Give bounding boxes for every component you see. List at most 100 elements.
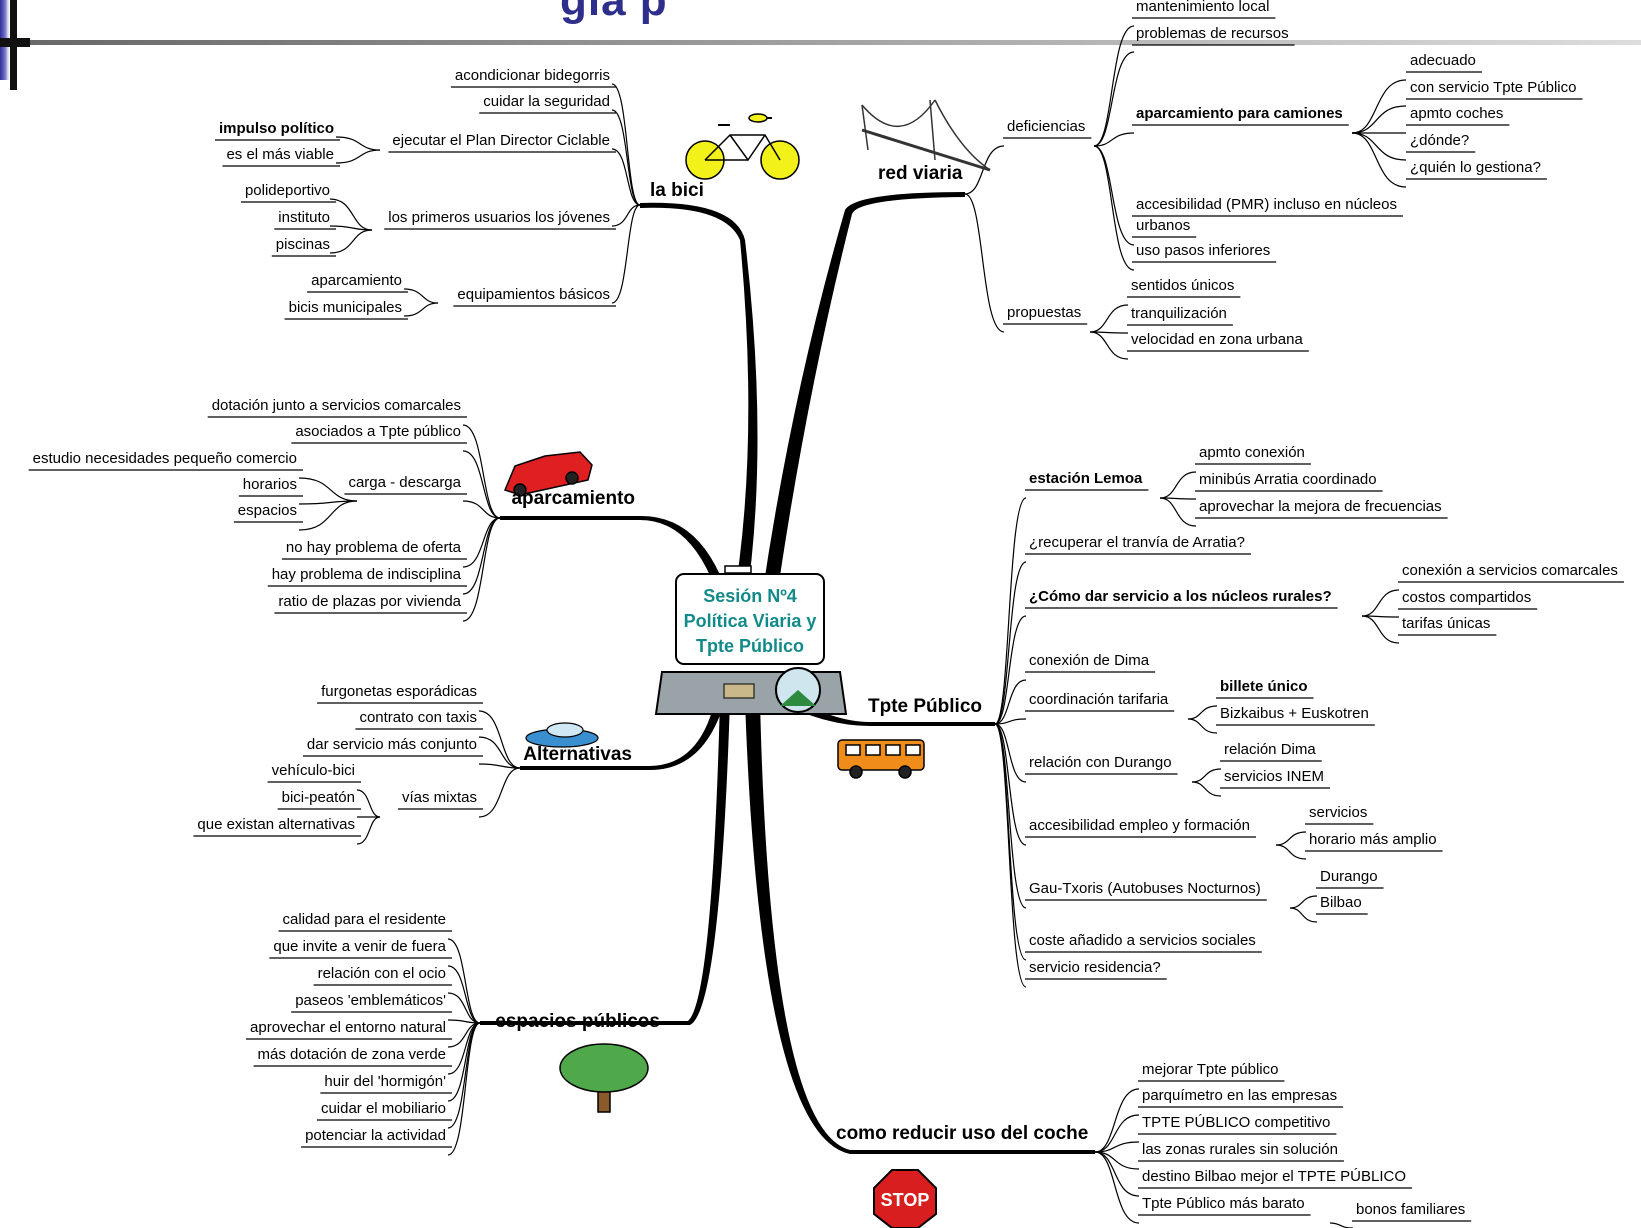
connector-line (611, 204, 641, 227)
red-item: velocidad en zona urbana (1131, 331, 1303, 348)
connector-line (1187, 705, 1218, 720)
connector-line (447, 938, 481, 1024)
connector-line (994, 723, 1027, 846)
center-title-line: Política Viaria y (683, 611, 817, 631)
tpte-subitem: conexión a servicios comarcales (1402, 562, 1618, 579)
connector-line (611, 148, 641, 206)
connector-line (1351, 79, 1407, 134)
connector-line (611, 83, 641, 206)
connector-line (1093, 145, 1135, 271)
connector-line (1191, 768, 1222, 783)
tpte-subitem: Durango (1320, 868, 1378, 885)
tpte-subitem: tarifas únicas (1402, 615, 1491, 632)
center-title-line: Sesión Nº4 (703, 586, 797, 606)
red-subitem: adecuado (1410, 52, 1476, 69)
center-title-line: Tpte Público (696, 636, 804, 656)
aparc-item: carga - descarga (348, 474, 461, 491)
connector-line (478, 736, 521, 769)
slide-header-band (0, 0, 1641, 90)
tpte-subitem: aprovechar la mejora de frecuencias (1199, 498, 1442, 515)
tpte-item: coste añadido a servicios sociales (1029, 932, 1256, 949)
connector-line (329, 225, 373, 231)
tpte-item: conexión de Dima (1029, 652, 1150, 669)
connector-line (447, 965, 481, 1024)
connector-line (329, 229, 373, 254)
hub-aparcamiento: aparcamiento (511, 488, 635, 509)
aparc-item: asociados a Tpte público (295, 423, 461, 440)
tpte-item: relación con Durango (1029, 754, 1172, 771)
connector-line (447, 1022, 481, 1102)
connector-line (1361, 589, 1400, 617)
alt-subitem: vehículo-bici (271, 762, 355, 779)
connector-line (403, 288, 439, 304)
bici-subitem: es el más viable (226, 146, 334, 163)
connector-line (964, 193, 1005, 333)
alt-subitem: bici-peatón (281, 789, 355, 806)
bici-subitem: impulso político (219, 120, 334, 137)
connector-line (298, 500, 358, 531)
bicycle-icon (685, 113, 800, 180)
bici-subitem: aparcamiento (311, 272, 402, 289)
connector-line (1094, 1151, 1140, 1197)
red-branch: deficiencias (1007, 118, 1086, 135)
ufo-icon (525, 722, 599, 748)
connector-line (335, 136, 381, 151)
dashboard-windshield (675, 573, 825, 665)
connector-line (1275, 831, 1307, 846)
connector-line (462, 517, 501, 568)
esp-item: potenciar la actividad (305, 1127, 446, 1144)
aparc-item: no hay problema de oferta (285, 539, 461, 556)
connector-line (462, 424, 501, 519)
bridge-icon (861, 99, 991, 172)
connector-line (994, 723, 1027, 783)
connector-line (1159, 497, 1197, 527)
bus-icon (837, 739, 925, 779)
aparc-subitem: espacios (237, 502, 297, 519)
header-rule (0, 40, 1641, 45)
aparc-item: ratio de plazas por vivienda (278, 593, 461, 610)
tpte-item: accesibilidad empleo y formación (1029, 817, 1250, 834)
connector-line (462, 500, 501, 519)
connector-line (1361, 615, 1400, 644)
bici-item: equipamientos básicos (457, 286, 610, 303)
tpte-item: ¿recuperar el tranvía de Arratia? (1029, 534, 1245, 551)
connector-line (335, 149, 381, 164)
connector-line (478, 710, 521, 769)
tpte-subitem: Bilbao (1320, 894, 1362, 911)
hub-bici: la bici (650, 180, 704, 201)
bici-item: los primeros usuarios los jóvenes (388, 209, 610, 226)
connector-line (403, 302, 439, 317)
stop-sign-icon: STOP (873, 1169, 937, 1228)
dashboard-radio (723, 683, 755, 699)
dashboard-illustration (654, 565, 848, 715)
coche-item: las zonas rurales sin solución (1142, 1141, 1338, 1158)
hub-reducir-coche: como reducir uso del coche (836, 1123, 1089, 1144)
red-item: mantenimiento local (1136, 0, 1270, 15)
connector-line (1329, 1222, 1354, 1228)
tpte-subitem: billete único (1220, 678, 1308, 695)
connector-line (611, 109, 641, 206)
connector-line (994, 718, 1027, 725)
connector-line (478, 763, 521, 769)
stop-sign-text: STOP (881, 1190, 930, 1210)
esp-item: paseos 'emblemáticos' (295, 992, 446, 1009)
connector-line (1093, 132, 1135, 147)
alt-item: vías mixtas (401, 789, 477, 806)
bici-item: cuidar la seguridad (483, 93, 610, 110)
connector-line (298, 477, 358, 502)
connector-line (1094, 1151, 1140, 1224)
alt-item: furgonetas esporádicas (321, 683, 477, 700)
connector-line (329, 198, 373, 231)
connector-line (1159, 471, 1197, 499)
connector-line (462, 517, 501, 622)
connector-line (1351, 132, 1407, 161)
red-item: aparcamiento para camiones (1136, 105, 1343, 122)
red-subitem: ¿dónde? (1410, 132, 1470, 149)
connector-line (447, 1022, 481, 1129)
tpte-subitem: horario más amplio (1309, 831, 1437, 848)
connector-line (462, 517, 501, 595)
connector-line (1289, 895, 1318, 909)
road-view (780, 690, 816, 706)
alt-item: contrato con taxis (359, 709, 477, 726)
